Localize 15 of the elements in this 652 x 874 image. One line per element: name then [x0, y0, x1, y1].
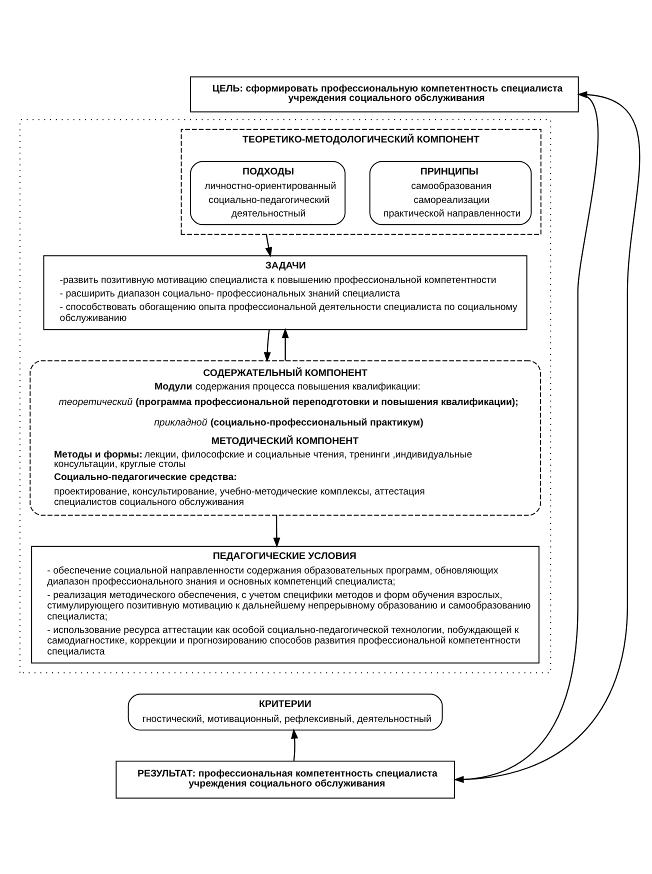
cluster [19, 118, 552, 673]
arrow [455, 90, 640, 780]
node-box: ЦЕЛЬ: сформировать профессиональную компетентность специалиста учреждения социального обслуживания [190, 76, 579, 112]
node-box: СОДЕРЖАТЕЛЬНЫЙ КОМПОНЕНТ Модули содержания процесса повышения квалификации: теоретический (программа профессиональной переподготовки и повышения квалификации); прикладной (социально-профессиональный практикум) МЕТОДИЧЕСКИЙ КОМПОНЕНТ Методы и формы: лекции, философские и социальные чтения, тренинги ,индивидуальные консультации, круглые столы Социально-педагогические средства: проектирование, консультирование, учебно-методические комплексы, аттестация специалистов социального обслуживания [30, 360, 541, 516]
node-box: ПЕДАГОГИЧЕСКИЕ УСЛОВИЯ - обеспечение социальной направленности содержания образовательных программ, обновляющих диапазон профессионального знания и основных компетенций специалиста; - реализация методического обеспечения, с учетом специфики методов и форм обучения взрослых, стимулирующего позитивную мотивацию к дальнейшему непрерывному образованию и самообразованию специалиста; - использование ресурса аттестации как особой социально-педагогической технологии, побуждающей к самодиагностике, коррекции и прогнозированию способов развития профессиональной компетентности специалиста [31, 545, 540, 663]
arrow [282, 328, 289, 360]
arrow [264, 329, 271, 362]
arrow [291, 728, 298, 760]
node-box: ПОДХОДЫ личностно-ориентированный социально-педагогический деятельностный [190, 160, 346, 225]
node-box: ЗАДАЧИ -развить позитивную мотивацию специалиста к повышению профессиональной компетентности - расширить диапазон социально- профессиональных знаний специалиста - способствовать обогащению опыта профессиональной деятельности специалиста по социальному обслуживанию [43, 254, 528, 330]
node-box: КРИТЕРИИ гностический, мотивационный, рефлексивный, деятельностный [128, 693, 443, 730]
arrow [265, 234, 272, 257]
node-box: ПРИНЦИПЫ самообразования самореализации практической направленности [369, 160, 532, 225]
arrow [273, 515, 280, 548]
node-box: РЕЗУЛЬТАТ: профессиональная компетентность специалиста учреждения социального обслуживания [116, 760, 455, 798]
